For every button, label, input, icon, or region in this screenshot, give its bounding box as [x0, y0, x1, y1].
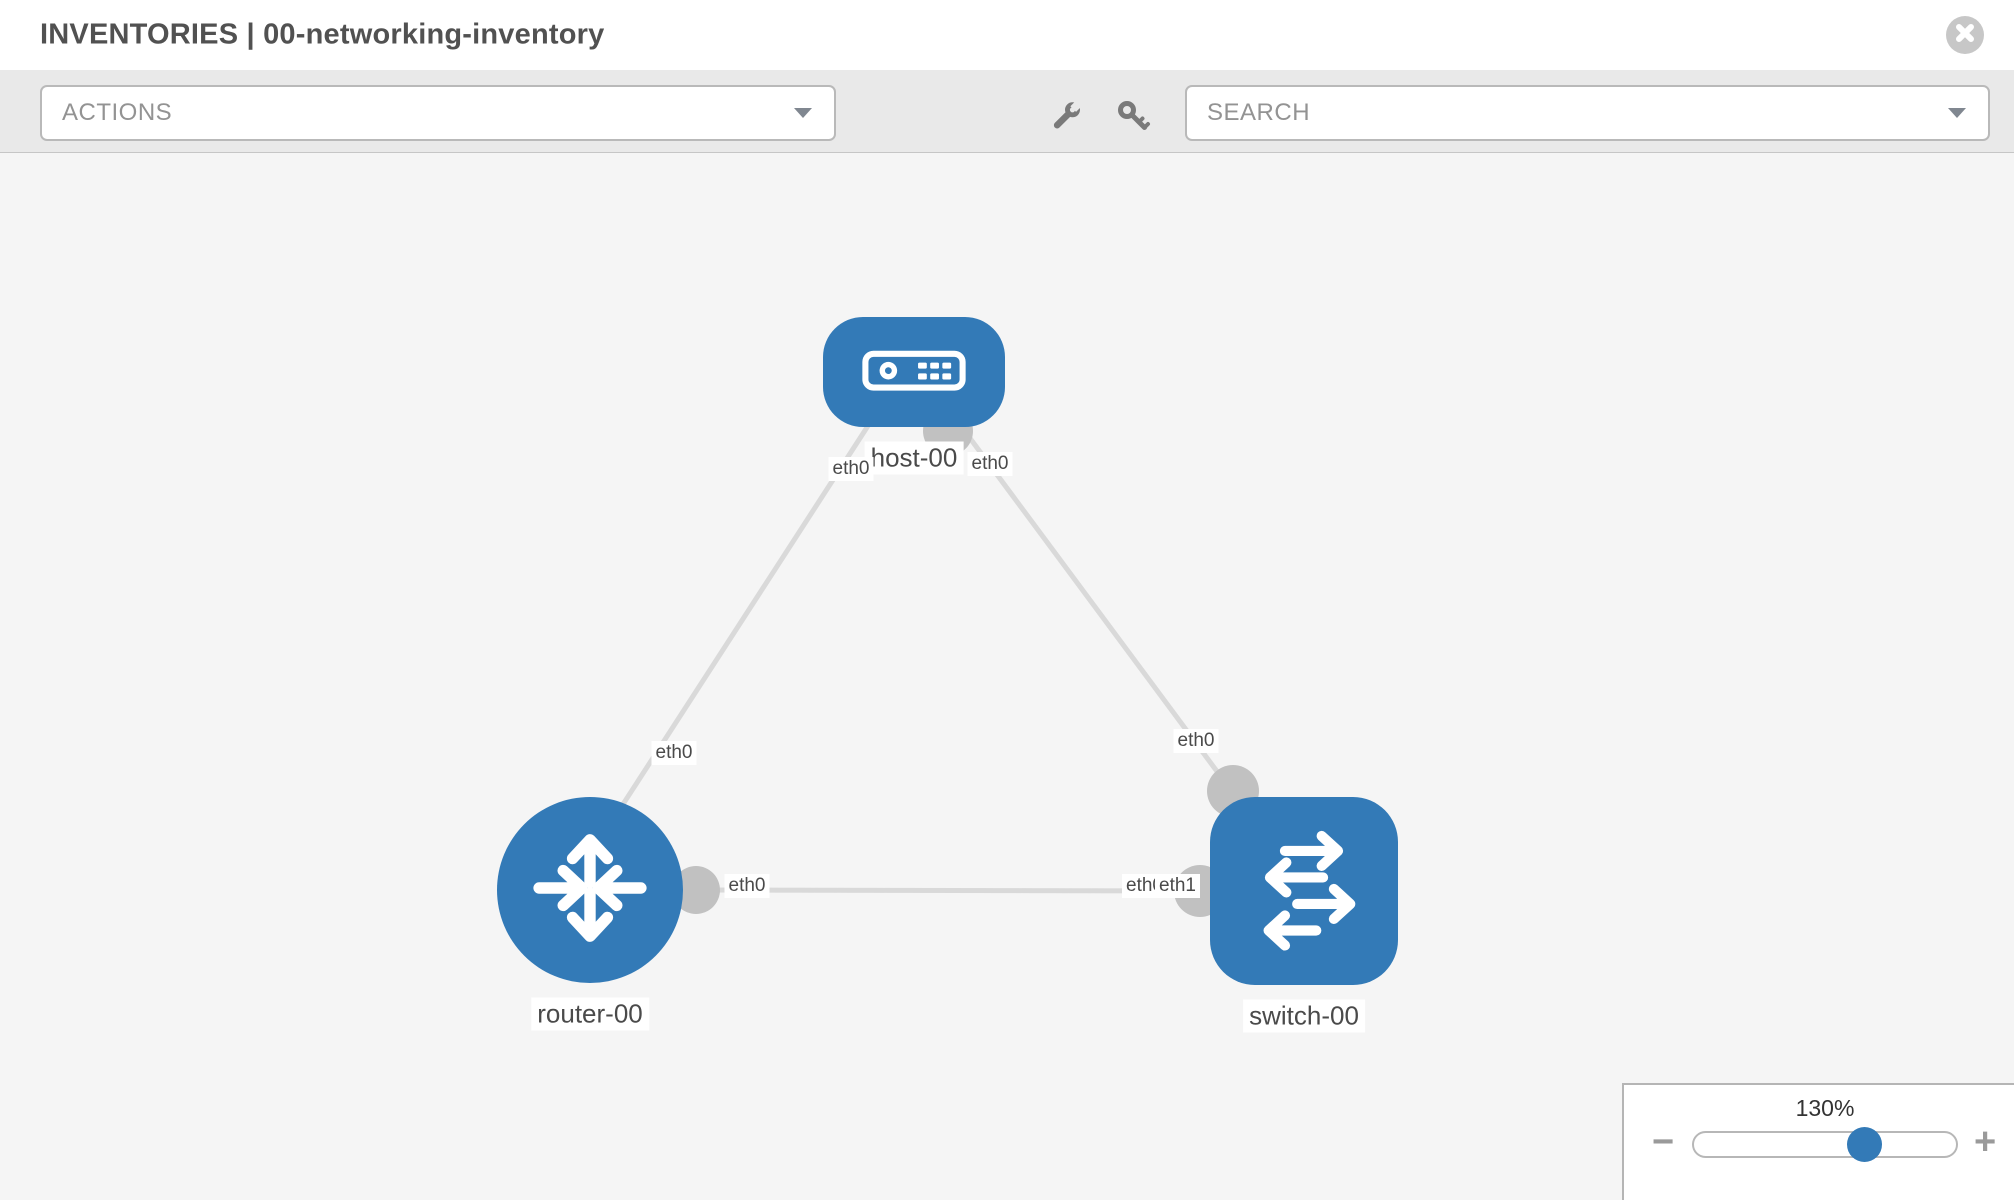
search-dropdown[interactable]: SEARCH — [1185, 85, 1990, 141]
actions-dropdown[interactable]: ACTIONS — [40, 85, 836, 141]
key-icon — [1115, 98, 1151, 139]
search-dropdown-label: SEARCH — [1207, 99, 1311, 126]
wrench-icon — [1048, 98, 1084, 139]
interface-label-router-eth0-sw: eth0 — [724, 874, 770, 898]
configure-button[interactable] — [1044, 96, 1088, 140]
plus-icon: + — [1974, 1121, 1997, 1163]
actions-dropdown-label: ACTIONS — [62, 99, 173, 126]
close-button[interactable] — [1946, 16, 1984, 54]
header-bar: INVENTORIES | 00-networking-inventory — [0, 0, 2014, 70]
toolbar: ACTIONS SEARCH — [0, 70, 2014, 153]
page-title: INVENTORIES | 00-networking-inventory — [40, 18, 605, 51]
zoom-level-label: 130% — [1795, 1095, 1855, 1121]
minus-icon: − — [1652, 1121, 1675, 1163]
zoom-in-button[interactable]: + — [1974, 1123, 1996, 1161]
interface-label-router-eth0: eth0 — [651, 741, 697, 765]
switch-icon — [1236, 821, 1372, 962]
node-label-host: host-00 — [864, 441, 964, 475]
chevron-down-icon — [1948, 108, 1966, 118]
host-icon — [860, 343, 968, 402]
credentials-button[interactable] — [1111, 96, 1155, 140]
node-label-switch: switch-00 — [1243, 999, 1365, 1033]
node-host-00[interactable] — [823, 317, 1005, 427]
topology-canvas[interactable] — [0, 153, 2014, 1200]
chevron-down-icon — [794, 108, 812, 118]
node-switch-00[interactable] — [1210, 797, 1398, 985]
zoom-out-button[interactable]: − — [1652, 1123, 1674, 1161]
router-icon — [523, 821, 657, 960]
node-label-router: router-00 — [531, 997, 649, 1031]
interface-label-host-eth0-right: eth0 — [967, 452, 1013, 476]
interface-label-host-eth0-left: eth0 — [828, 457, 874, 481]
zoom-slider-track[interactable] — [1692, 1131, 1958, 1158]
close-icon — [1955, 23, 1975, 48]
interface-label-switch-eth1: eth1 — [1155, 874, 1200, 898]
node-router-00[interactable] — [497, 797, 683, 983]
zoom-panel: 130% − + — [1622, 1083, 2014, 1200]
interface-label-switch-eth0: eth0 — [1173, 729, 1219, 753]
zoom-slider-handle[interactable] — [1847, 1127, 1882, 1162]
